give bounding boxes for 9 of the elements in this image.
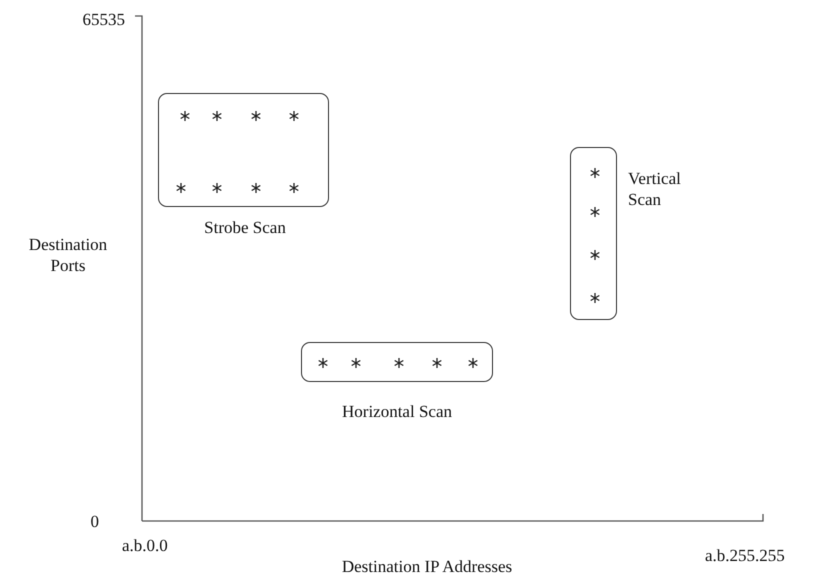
axis-title: Destination IP Addresses [342, 556, 512, 578]
axis-tick-label: a.b.255.255 [705, 545, 785, 566]
scan-label: Vertical Scan [628, 168, 682, 210]
axis-tick-label: a.b.0.0 [122, 535, 168, 556]
scan-label: Strobe Scan [204, 217, 286, 238]
scan-label: Horizontal Scan [342, 401, 452, 422]
axis-title: Destination Ports [28, 234, 108, 276]
axis-tick-label: 0 [90, 511, 99, 532]
axis-tick-label: 65535 [82, 9, 125, 30]
